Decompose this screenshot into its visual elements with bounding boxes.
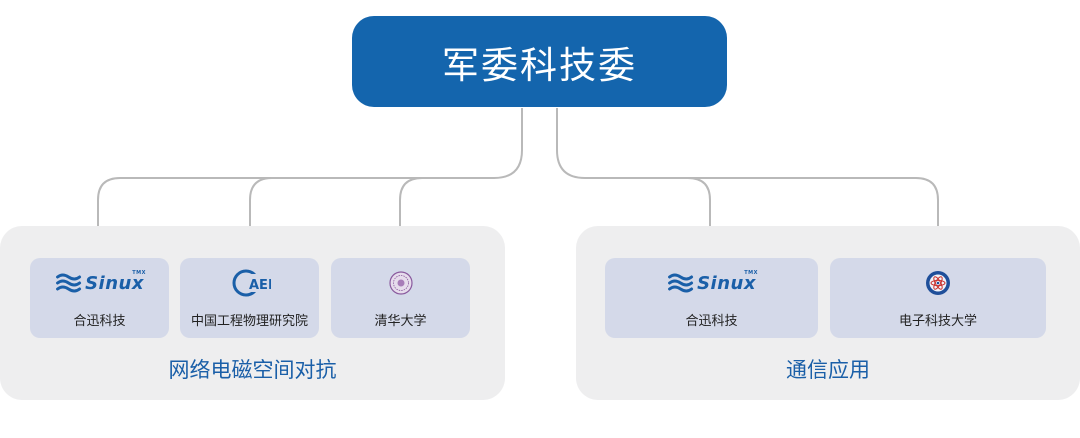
connector-trunk-right <box>556 108 947 252</box>
uestc-emblem <box>925 269 951 297</box>
root-label: 军委科技委 <box>442 43 637 87</box>
tsinghua-seal-icon <box>388 271 413 295</box>
sinux-logo-mark: TMX <box>744 269 758 276</box>
root-node: 军委科技委 <box>352 16 727 107</box>
sinux-logo-mark: TMX <box>132 269 146 276</box>
sinux-wave-icon <box>55 273 81 293</box>
card-label: 中国工程物理研究院 <box>190 314 308 329</box>
card-label: 清华大学 <box>374 314 427 329</box>
connector-to-caep <box>241 177 273 252</box>
tsinghua-seal <box>388 269 413 297</box>
card-tsinghua: 清华大学 <box>331 258 470 338</box>
card-caep: AEP 中国工程物理研究院 <box>180 258 319 338</box>
connector-trunk-left <box>89 108 523 252</box>
sinux-logo-text: Sinux <box>697 272 756 294</box>
connector-to-sinux-right <box>687 177 719 252</box>
group-title: 通信应用 <box>786 358 870 382</box>
caep-logo-text: AEP <box>249 278 271 293</box>
connector-to-tsinghua <box>391 177 423 252</box>
card-label: 合迅科技 <box>73 314 126 329</box>
uestc-emblem-icon <box>926 271 950 295</box>
card-label: 合迅科技 <box>685 314 738 329</box>
card-uestc: 电子科技大学 <box>830 258 1046 338</box>
sinux-wave-icon <box>667 273 693 293</box>
sinux-logo-text: Sinux <box>85 272 144 294</box>
card-label: 电子科技大学 <box>898 314 977 329</box>
caep-logo: AEP <box>229 269 271 297</box>
group-title: 网络电磁空间对抗 <box>168 358 337 382</box>
caep-emblem-icon: AEP <box>232 269 271 297</box>
